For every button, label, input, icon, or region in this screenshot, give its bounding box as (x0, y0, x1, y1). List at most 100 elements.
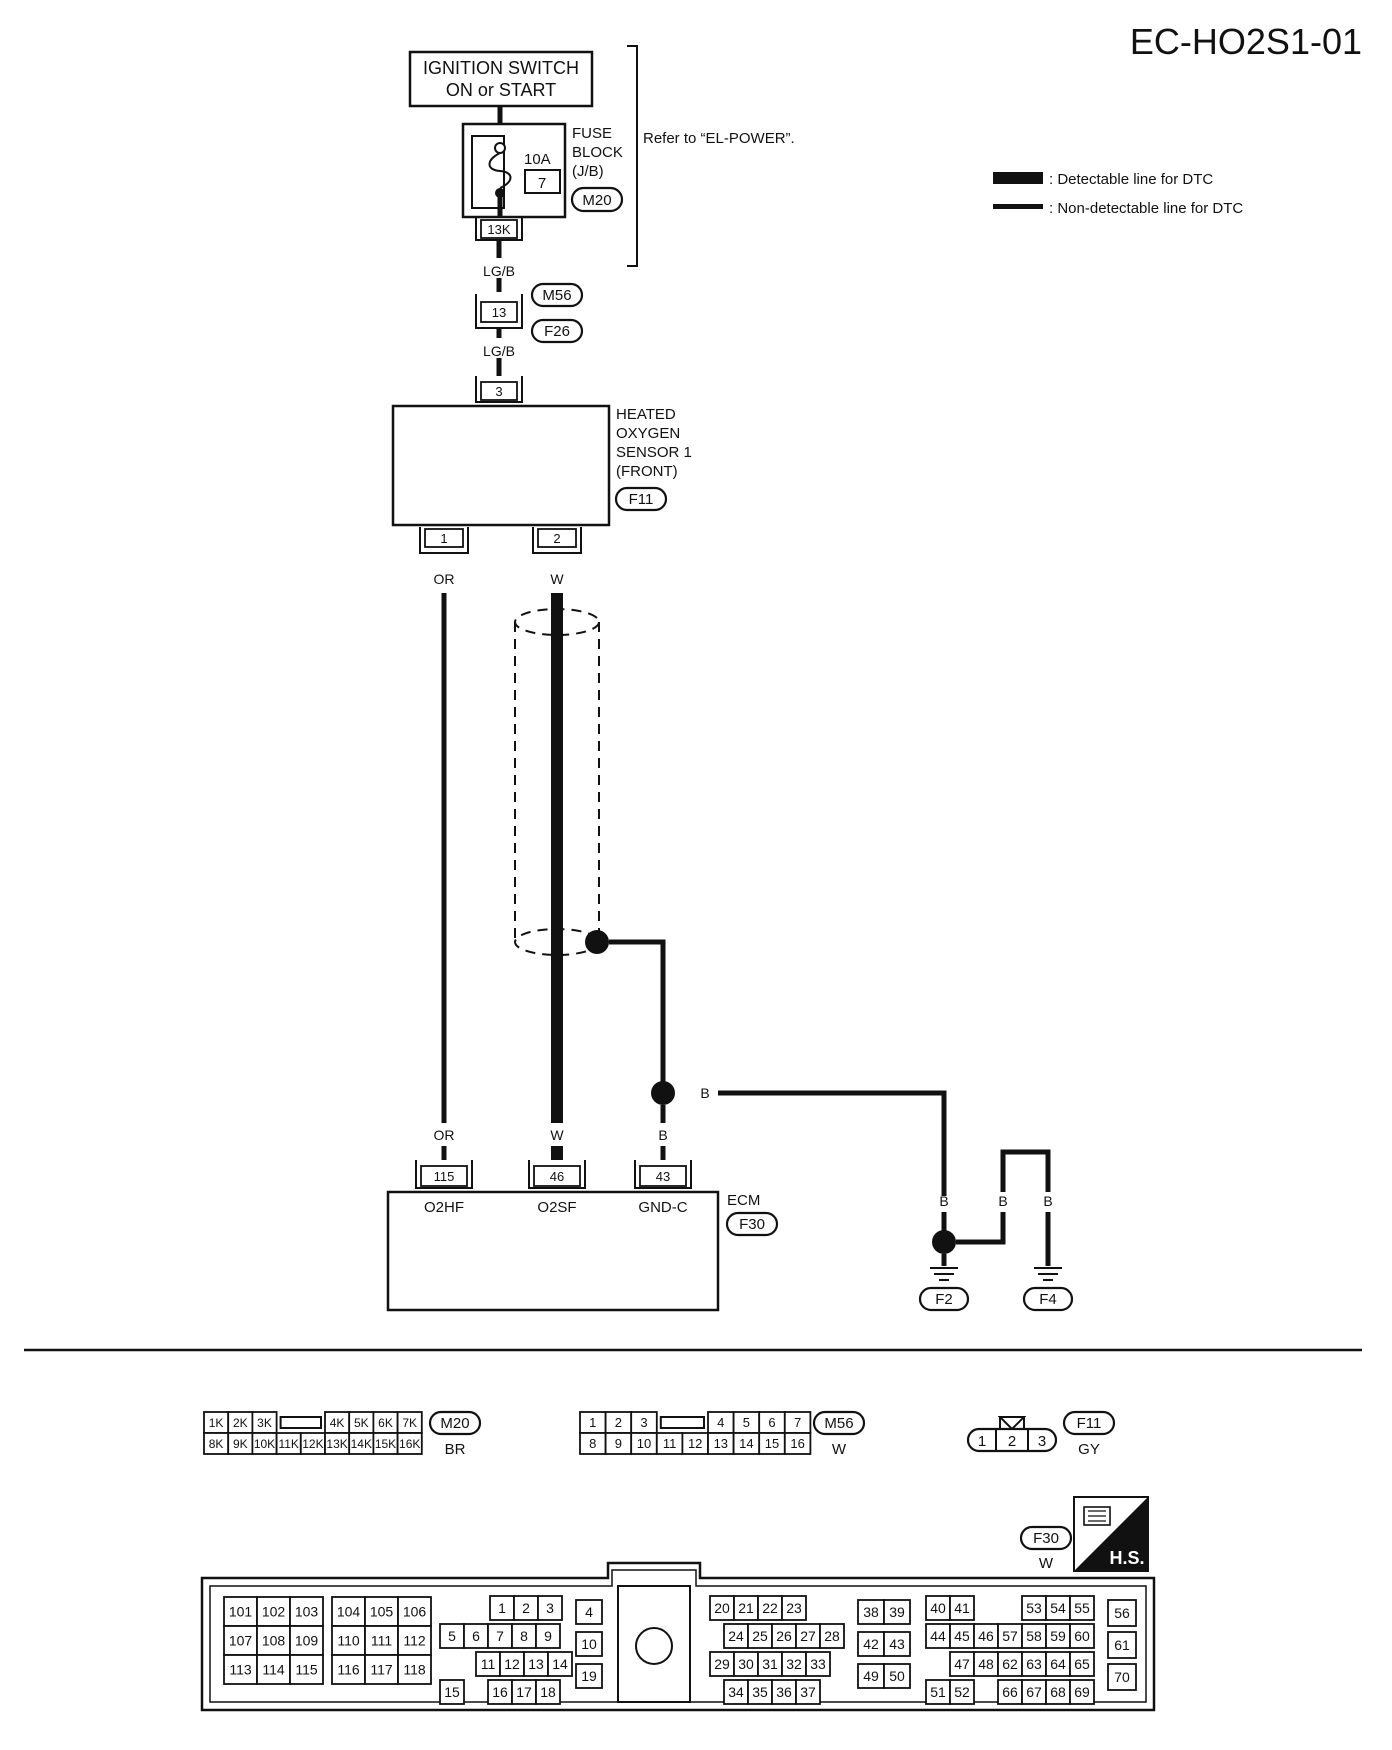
wire-shield-drain (609, 939, 666, 1093)
ignition-label-line1: IGNITION SWITCH (423, 58, 579, 78)
f30-pin-15-cell (439, 1679, 465, 1705)
fuse-icon (488, 152, 512, 189)
ecm-terminal-115: 115 (415, 1160, 473, 1189)
f30-pin-7-label: 7 (496, 1628, 504, 1644)
f30-pin-11-cell (475, 1651, 501, 1677)
f30-pin-39-cell (883, 1599, 911, 1625)
hs-label: H.S. (1109, 1548, 1144, 1568)
f30-pin-34-cell (723, 1679, 749, 1705)
m56-pin-3-label: 3 (640, 1415, 647, 1430)
sensor-label-4: (FRONT) (616, 463, 678, 480)
f30-pin-64-label: 64 (1050, 1656, 1066, 1672)
ground-wire-label-3: B (1043, 1193, 1052, 1209)
svg-text:3: 3 (495, 384, 502, 399)
f30-pin-47-cell (949, 1651, 975, 1677)
f30-pin-21-label: 21 (738, 1600, 754, 1616)
f30-pin-10-cell (575, 1631, 603, 1657)
svg-text:M56: M56 (824, 1415, 853, 1432)
f30-pin-58-label: 58 (1026, 1628, 1042, 1644)
wire-lgb-label-1: LG/B (483, 263, 515, 279)
f30-pin-16-cell (487, 1679, 513, 1705)
f30-pin-38-label: 38 (863, 1604, 879, 1620)
fuse-block-label-1: FUSE (572, 125, 612, 142)
f30-pin-108-label: 108 (262, 1633, 286, 1649)
f30-pin-56-label: 56 (1114, 1605, 1130, 1621)
svg-text:F11: F11 (1077, 1415, 1102, 1432)
f30-pin-6-cell (463, 1623, 489, 1649)
f30-pin-103-label: 103 (295, 1604, 319, 1620)
f30-pin-54-label: 54 (1050, 1600, 1066, 1616)
f30-pin-4-label: 4 (585, 1604, 593, 1620)
m56-pin-2-label: 2 (615, 1415, 622, 1430)
svg-text:M20: M20 (440, 1415, 469, 1432)
f30-pin-20-label: 20 (714, 1600, 730, 1616)
f30-pin-113-label: 113 (229, 1662, 252, 1678)
f30-pin-15-label: 15 (444, 1684, 460, 1700)
f30-pin-5-label: 5 (448, 1628, 456, 1644)
f30-pin-112-label: 112 (403, 1633, 426, 1649)
f30-pin-108-cell (256, 1625, 291, 1656)
f30-pin-41-label: 41 (954, 1600, 970, 1616)
m56-pin-5-label: 5 (743, 1415, 750, 1430)
m56-pin-16-cell (783, 1432, 812, 1455)
m20-pin-9K-label: 9K (233, 1437, 248, 1451)
diagram-title: EC-HO2S1-01 (1130, 21, 1362, 62)
wire-ground-link (956, 1149, 1051, 1266)
f30-pin-56-cell (1107, 1599, 1137, 1627)
f30-pin-1-label: 1 (498, 1600, 506, 1616)
f30-pin-11-label: 11 (481, 1656, 496, 1672)
connector-f11-tag: F11 (1062, 1410, 1116, 1436)
sensor-label-3: SENSOR 1 (616, 444, 692, 461)
f30-pin-43-cell (883, 1631, 911, 1657)
joint-connector-f26-tag: F26 (530, 318, 584, 344)
f30-pin-27-label: 27 (800, 1628, 816, 1644)
f30-pin-14-cell (547, 1651, 573, 1677)
ignition-switch: IGNITION SWITCH ON or START (408, 50, 594, 108)
m56-pin-12-label: 12 (688, 1436, 702, 1451)
f30-pin-18-label: 18 (540, 1684, 556, 1700)
f30-pin-40-cell (925, 1595, 951, 1621)
f30-pin-17-cell (511, 1679, 537, 1705)
f30-pin-105-label: 105 (370, 1604, 394, 1620)
ecm-wire-label-b: B (658, 1127, 667, 1143)
svg-text:1: 1 (440, 531, 447, 546)
hs-badge: H.S. (1073, 1496, 1149, 1572)
power-bracket (627, 45, 638, 267)
f30-pin-10-label: 10 (581, 1636, 597, 1652)
f30-pin-39-label: 39 (889, 1604, 905, 1620)
f11-pin-1: 1 (978, 1433, 986, 1450)
wire-w-label-top: W (550, 571, 564, 587)
connector-f30-tag: F30 (1019, 1525, 1073, 1551)
m56-pin-13-label: 13 (714, 1436, 728, 1451)
sensor-terminal-3: 3 (475, 376, 523, 403)
f30-pin-48-label: 48 (978, 1656, 994, 1672)
svg-text:13K: 13K (487, 222, 510, 237)
connector-m20-color: BR (445, 1441, 466, 1458)
svg-text:F11: F11 (629, 491, 654, 508)
f30-pin-116-label: 116 (337, 1662, 360, 1678)
f30-pin-33-label: 33 (810, 1656, 826, 1672)
f30-pin-37-label: 37 (800, 1684, 816, 1700)
f30-pin-32-label: 32 (786, 1656, 802, 1672)
f30-pin-52-label: 52 (954, 1684, 970, 1700)
connector-lock-icon (635, 1627, 673, 1665)
joint-connector-m56-tag: M56 (530, 282, 584, 308)
f30-pin-33-cell (805, 1651, 831, 1677)
fuse-terminal-13k: 13K (475, 218, 523, 241)
m56-pin-14-label: 14 (739, 1436, 753, 1451)
ground-symbol-f2: F2 (918, 1267, 970, 1312)
f30-pin-46-label: 46 (978, 1628, 994, 1644)
f30-pin-65-label: 65 (1074, 1656, 1090, 1672)
f30-pin-4-cell (575, 1599, 603, 1625)
f30-pin-107-label: 107 (229, 1633, 253, 1649)
shield-junction (585, 930, 609, 954)
svg-text:F30: F30 (1033, 1530, 1059, 1547)
f30-pin-20-cell (709, 1595, 735, 1621)
f30-pin-31-label: 31 (762, 1656, 778, 1672)
f30-pin-115-cell (289, 1654, 324, 1685)
f30-pin-114-label: 114 (262, 1662, 285, 1678)
connector-f30-color: W (1039, 1555, 1054, 1572)
ecm-wire-label-w: W (550, 1127, 564, 1143)
sensor-label-1: HEATED (616, 406, 676, 423)
